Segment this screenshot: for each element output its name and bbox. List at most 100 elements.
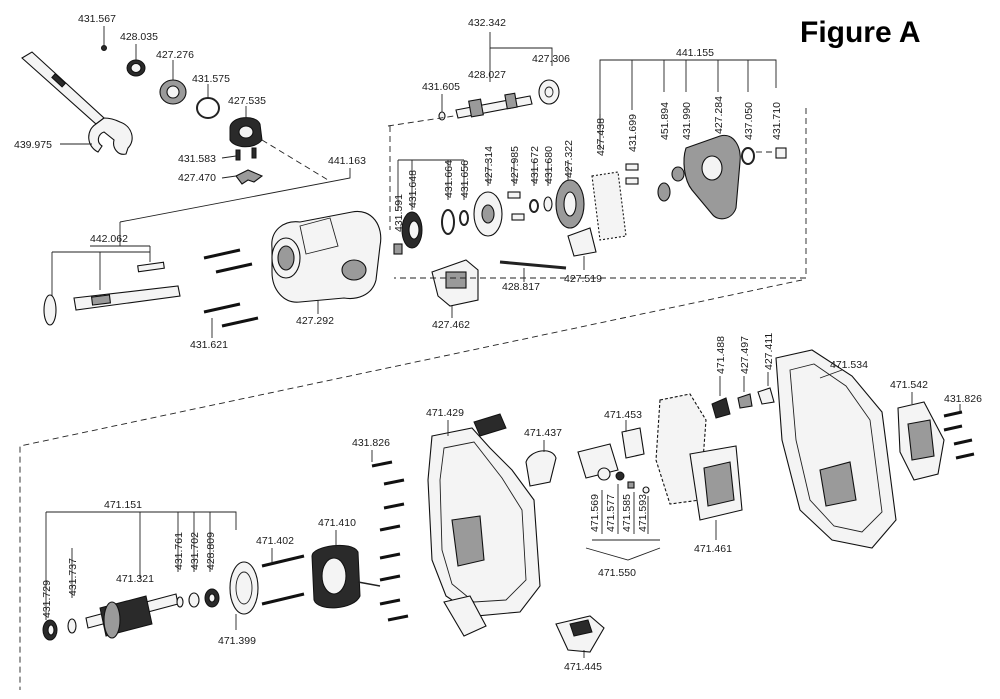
small-parts-471569 [615, 471, 650, 494]
washer-427306 [538, 79, 560, 105]
label-431990: 431.990 [681, 102, 693, 140]
rod-428817 [499, 260, 567, 270]
armature-471321 [85, 593, 179, 639]
label-428027: 428.027 [468, 69, 506, 81]
plate-427322 [555, 179, 585, 229]
label-431699: 431.699 [627, 114, 639, 152]
label-471321: 471.321 [116, 573, 154, 585]
washer-431680 [543, 196, 553, 212]
label-427314: 427.314 [483, 146, 495, 184]
label-471437: 471.437 [524, 427, 562, 439]
label-427322: 427.322 [563, 140, 575, 178]
screws-431826-left [371, 460, 409, 622]
label-471569: 471.569 [589, 494, 601, 532]
label-431826-left: 431.826 [352, 437, 390, 449]
label-427497: 427.497 [739, 336, 751, 374]
label-431702: 431.702 [189, 532, 201, 570]
label-427411: 427.411 [763, 333, 775, 370]
label-431575: 431.575 [192, 73, 230, 85]
bearing-431591 [393, 243, 403, 255]
part-427411 [757, 387, 775, 405]
label-428035: 428.035 [120, 31, 158, 43]
contact-471542 [897, 401, 945, 481]
label-432342: 432.342 [468, 17, 506, 29]
label-431826-right: 431.826 [944, 393, 982, 405]
label-431591: 431.591 [393, 194, 405, 232]
bearing-428809 [204, 588, 220, 608]
pin-431567 [101, 45, 107, 51]
label-427284: 427.284 [713, 96, 725, 134]
label-431648: 431.648 [407, 170, 419, 208]
label-471542: 471.542 [890, 379, 928, 391]
stator-471410 [311, 544, 381, 609]
label-471445: 471.445 [564, 661, 602, 673]
chuck-427535 [229, 117, 263, 148]
label-437050: 437.050 [743, 102, 755, 140]
spindle-shaft [73, 285, 181, 311]
gear-housing-427292 [271, 210, 382, 303]
label-427535: 427.535 [228, 95, 266, 107]
bearing-431648 [401, 211, 423, 249]
screws-431621 [203, 248, 259, 328]
washer-431702 [188, 592, 200, 608]
label-471410: 471.410 [318, 517, 356, 529]
gasket-427438 [591, 171, 627, 241]
button-471437-cap [473, 413, 507, 437]
label-451894: 451.894 [659, 102, 671, 140]
label-442062: 442.062 [90, 233, 128, 245]
label-431664: 431.664 [443, 160, 455, 198]
nut-427276 [159, 79, 187, 105]
housing-half-471429 [427, 427, 541, 617]
label-431621: 431.621 [190, 339, 228, 351]
label-471429: 471.429 [426, 407, 464, 419]
controller-471461 [655, 393, 743, 521]
label-431605: 431.605 [422, 81, 460, 93]
label-431656: 431.656 [459, 160, 471, 198]
label-471151: 471.151 [104, 499, 142, 511]
label-431583: 431.583 [178, 153, 216, 165]
screws-431826-right [943, 410, 975, 460]
label-427306: 427.306 [532, 53, 570, 65]
label-427438: 427.438 [595, 118, 607, 156]
label-471577: 471.577 [605, 494, 617, 532]
label-431729: 431.729 [41, 580, 53, 618]
spring-428035 [126, 59, 146, 77]
label-431737: 431.737 [67, 558, 79, 596]
label-431672: 431.672 [529, 146, 541, 184]
label-427470: 427.470 [178, 172, 216, 184]
pins-427985 [507, 191, 525, 221]
trigger-471437 [525, 450, 557, 487]
housing-half-471534 [775, 349, 897, 549]
label-427276: 427.276 [156, 49, 194, 61]
label-471402: 471.402 [256, 535, 294, 547]
label-471534: 471.534 [830, 359, 868, 371]
cover-427284 [683, 134, 741, 220]
ring-431656 [459, 210, 469, 226]
washer-431737 [67, 618, 77, 634]
ring-431664 [441, 209, 455, 235]
label-427462: 427.462 [432, 319, 470, 331]
wrench-part [21, 51, 133, 155]
label-428809: 428.809 [205, 532, 217, 570]
ring-431575 [196, 97, 220, 119]
key-pin [137, 261, 165, 273]
label-431567: 431.567 [78, 13, 116, 25]
bearing-451894 [657, 182, 671, 202]
label-441155: 441.155 [676, 47, 714, 59]
label-471399: 471.399 [218, 635, 256, 647]
gear-427314 [473, 191, 503, 237]
label-439975: 439.975 [14, 139, 52, 151]
shaft-428027 [455, 92, 533, 119]
latch-427519 [567, 227, 597, 257]
bearing-431729 [42, 619, 58, 641]
label-431680: 431.680 [543, 146, 555, 184]
figure-title: Figure A [800, 16, 921, 49]
label-431761: 431.761 [173, 532, 185, 570]
oring-437050 [741, 147, 755, 165]
pin-431605 [438, 111, 446, 121]
switch-471453 [577, 427, 645, 481]
washer-spindle [43, 294, 57, 326]
label-471550: 471.550 [598, 567, 636, 579]
